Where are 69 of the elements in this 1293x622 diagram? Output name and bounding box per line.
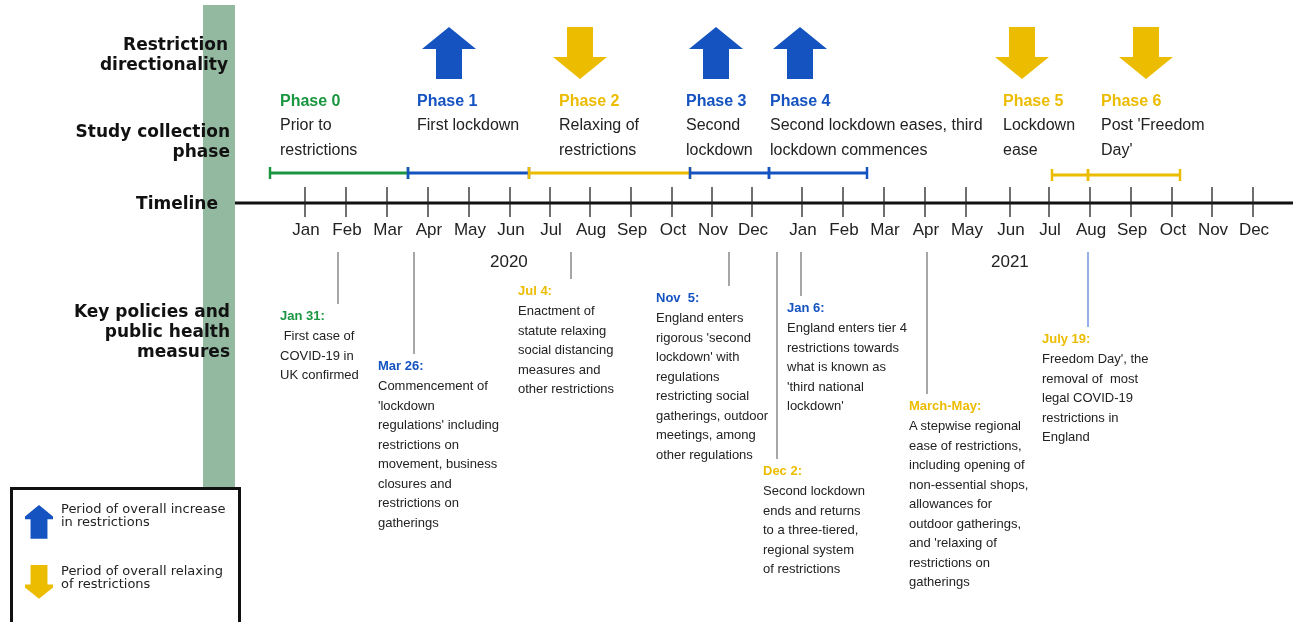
- date-label: Jul 4:: [518, 283, 553, 298]
- row-heading: Study collection phase: [74, 121, 230, 161]
- month-label: May: [453, 220, 487, 240]
- legend-text: Period of overall relaxing of restrictions: [61, 564, 225, 590]
- phase-description: Post 'Freedom Day': [1101, 115, 1206, 160]
- month-label: Mar: [869, 220, 901, 240]
- leader-line: [926, 251, 928, 395]
- leader-line: [337, 251, 339, 305]
- month-label: Jun: [496, 220, 526, 240]
- date-label: Jan 31:: [280, 308, 326, 323]
- month-label: Oct: [658, 220, 688, 240]
- policy-description: Freedom Day', the removal of most legal COVID-19 restrictions in England: [1042, 350, 1150, 446]
- month-label: Dec: [736, 220, 770, 240]
- policy-description: England enters tier 4 restrictions towards what is known as 'third national lockdown': [787, 319, 908, 415]
- policy-description: Second lockdown ends and returns to a three-tiered, regional system of restrictions: [763, 482, 866, 578]
- phase-description: Relaxing of restrictions: [559, 115, 641, 160]
- month-label: Jun: [996, 220, 1026, 240]
- phase-description: Lockdown ease: [1003, 115, 1077, 160]
- phase-heading: Phase 3: [686, 92, 748, 110]
- month-label: Aug: [1074, 220, 1108, 240]
- phase-heading: Phase 5: [1003, 92, 1065, 110]
- phase-description: Prior to restrictions: [280, 115, 359, 160]
- month-label: Feb: [331, 220, 363, 240]
- leader-line: [800, 251, 802, 297]
- month-label: Apr: [414, 220, 444, 240]
- month-label: May: [950, 220, 984, 240]
- leader-line: [728, 251, 730, 287]
- month-label: Sep: [615, 220, 649, 240]
- date-label: Jan 6:: [787, 300, 826, 315]
- month-label: Dec: [1237, 220, 1271, 240]
- month-label: Oct: [1158, 220, 1188, 240]
- month-label: Jan: [788, 220, 818, 240]
- phase-heading: Phase 6: [1101, 92, 1163, 110]
- date-label: Mar 26:: [378, 358, 425, 373]
- phase-heading: Phase 1: [417, 92, 479, 110]
- leader-line: [776, 251, 778, 460]
- month-label: Mar: [372, 220, 404, 240]
- month-label: Sep: [1115, 220, 1149, 240]
- policy-description: Enactment of statute relaxing social distancing measures and other restrictions: [518, 302, 616, 398]
- phase-heading: Phase 4: [770, 92, 832, 110]
- policy-description: A stepwise regional ease of restrictions, including opening of non-essential shops, allowances for outdoor gatherings, and 'relaxing of restrictions on gatherings: [909, 417, 1030, 591]
- date-label: Nov 5:: [656, 290, 701, 305]
- leader-line: [1087, 251, 1089, 328]
- month-label: Feb: [828, 220, 860, 240]
- row-heading: Timeline: [135, 193, 218, 213]
- date-label: Dec 2:: [763, 463, 804, 478]
- phase-description: Second lockdown: [686, 115, 754, 160]
- row-heading: Restriction directionality: [98, 34, 228, 74]
- phase-heading: Phase 0: [280, 92, 342, 110]
- phase-description: Second lockdown eases, third lockdown commences: [770, 115, 984, 160]
- year-label: 2020: [490, 252, 528, 272]
- month-label: Aug: [574, 220, 608, 240]
- month-label: Nov: [1196, 220, 1230, 240]
- phase-description: First lockdown: [417, 115, 521, 135]
- leader-line: [570, 251, 572, 280]
- year-label: 2021: [991, 252, 1029, 272]
- month-label: Jul: [1038, 220, 1062, 240]
- date-label: July 19:: [1042, 331, 1092, 346]
- leader-line: [413, 251, 415, 355]
- phase-heading: Phase 2: [559, 92, 621, 110]
- legend-text: Period of overall increase in restrictions: [61, 502, 227, 528]
- date-label: March-May:: [909, 398, 983, 413]
- policy-description: First case of COVID-19 in UK confirmed: [280, 327, 360, 384]
- month-label: Apr: [911, 220, 941, 240]
- month-label: Nov: [696, 220, 730, 240]
- month-label: Jan: [291, 220, 321, 240]
- policy-description: Commencement of 'lockdown regulations' including restrictions on movement, business closures and restrictions on gatherings: [378, 377, 500, 532]
- policy-description: England enters rigorous 'second lockdown' with regulations restricting social gatherings, outdoor meetings, among other regulations: [656, 309, 770, 464]
- month-label: Jul: [539, 220, 563, 240]
